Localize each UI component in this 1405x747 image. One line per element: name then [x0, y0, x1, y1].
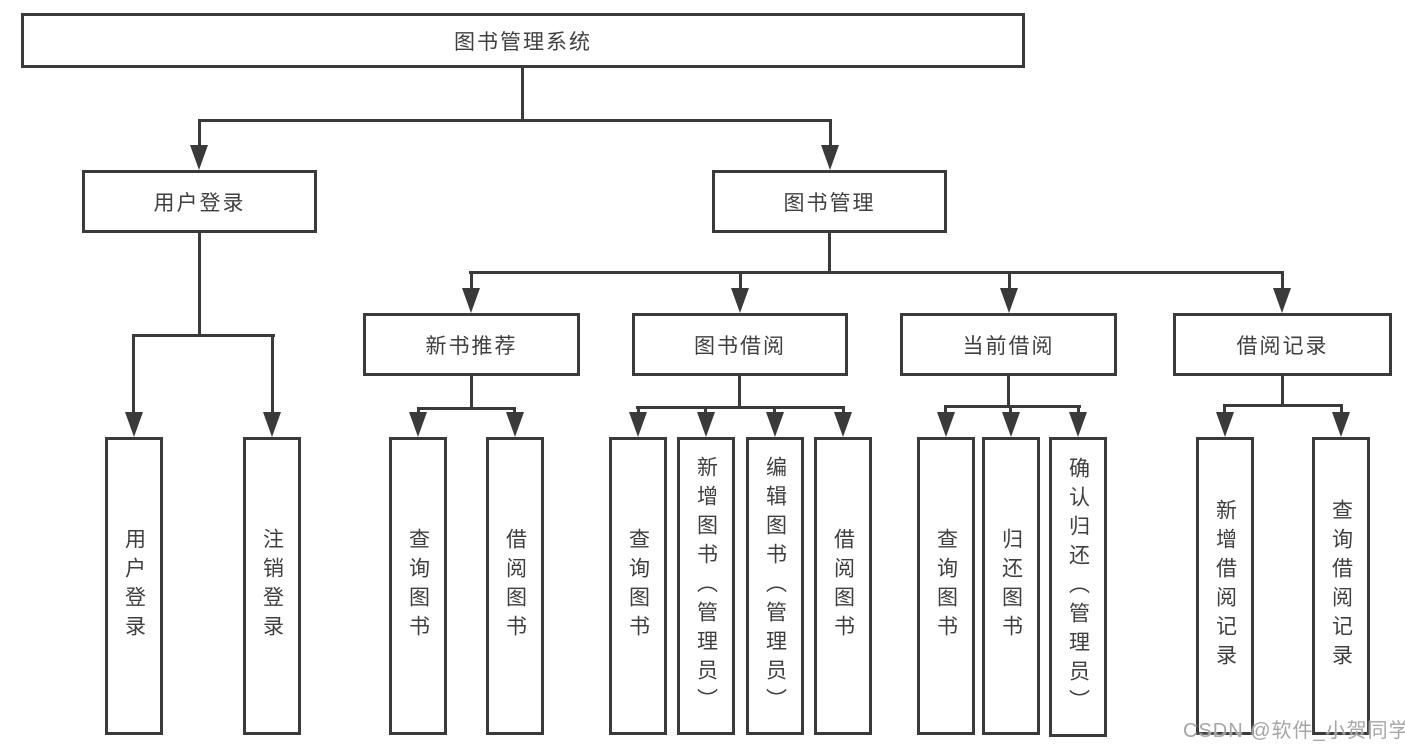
node-current-borrowing: 当前借阅: [900, 313, 1117, 376]
connector-line: [739, 271, 742, 291]
leaf-query-borrow-record: 查询借阅记录: [1312, 437, 1370, 735]
connector-line: [132, 334, 275, 337]
arrowhead-down: [125, 412, 143, 437]
connector-line: [944, 405, 947, 414]
connector-line: [704, 406, 707, 414]
leaf-query-books-borrowing: 查询图书: [609, 437, 667, 735]
connector-line: [198, 233, 201, 337]
node-new-book-recommend: 新书推荐: [363, 313, 580, 376]
node-book-management: 图书管理: [712, 170, 947, 233]
connector-line: [738, 376, 741, 408]
arrowhead-down: [1273, 288, 1291, 313]
connector-line: [470, 376, 473, 409]
leaf-borrow-books-borrowing: 借阅图书: [814, 437, 872, 735]
connector-line: [842, 406, 845, 414]
connector-line: [1281, 376, 1284, 407]
root-box: 图书管理系统: [21, 13, 1025, 68]
connector-line: [944, 405, 1081, 408]
connector-line: [1223, 404, 1343, 407]
connector-line: [1223, 404, 1226, 414]
leaf-edit-books-admin: 编辑图书（管理员）: [746, 437, 804, 735]
connector-line: [1340, 404, 1343, 414]
arrowhead-down: [263, 412, 281, 437]
connector-line: [828, 233, 831, 274]
arrowhead-down: [766, 412, 784, 437]
arrowhead-down: [834, 412, 852, 437]
arrowhead-down: [462, 288, 480, 313]
connector-line: [1077, 405, 1080, 414]
arrowhead-down: [821, 145, 839, 170]
leaf-user-login: 用户登录: [105, 437, 163, 735]
leaf-add-books-admin: 新增图书（管理员）: [677, 437, 735, 735]
leaf-borrow-books-recommend: 借阅图书: [486, 437, 544, 735]
arrowhead-down: [1216, 412, 1234, 437]
connector-line: [198, 119, 832, 122]
arrowhead-down: [1000, 288, 1018, 313]
connector-line: [132, 334, 135, 414]
leaf-query-books-current: 查询图书: [917, 437, 975, 735]
arrowhead-down: [506, 412, 524, 437]
connector-line: [636, 406, 845, 409]
connector-line: [1008, 271, 1011, 291]
connector-line: [773, 406, 776, 414]
connector-line: [1009, 405, 1012, 414]
arrowhead-down: [190, 145, 208, 170]
connector-line: [521, 68, 524, 122]
leaf-confirm-return-admin: 确认归还（管理员）: [1049, 437, 1107, 737]
connector-line: [198, 119, 201, 150]
arrowhead-down: [937, 412, 955, 437]
connector-line: [469, 271, 1283, 274]
leaf-add-borrow-record: 新增借阅记录: [1196, 437, 1254, 735]
leaf-return-books: 归还图书: [982, 437, 1040, 735]
connector-line: [513, 407, 516, 415]
node-book-borrowing: 图书借阅: [632, 313, 848, 376]
node-borrowing-records: 借阅记录: [1173, 313, 1392, 376]
leaf-query-books-recommend: 查询图书: [389, 437, 447, 735]
node-user-login: 用户登录: [82, 170, 317, 233]
connector-line: [637, 406, 640, 414]
arrowhead-down: [629, 412, 647, 437]
csdn-watermark: CSDN @软件_小贺同学: [1183, 720, 1405, 742]
arrowhead-down: [1002, 412, 1020, 437]
arrowhead-down: [697, 412, 715, 437]
arrowhead-down: [409, 412, 427, 437]
arrowhead-down: [731, 288, 749, 313]
connector-line: [1007, 376, 1010, 408]
connector-line: [417, 407, 516, 410]
connector-line: [829, 119, 832, 150]
connector-line: [271, 334, 274, 414]
arrowhead-down: [1332, 412, 1350, 437]
arrowhead-down: [1069, 412, 1087, 437]
leaf-logout: 注销登录: [243, 437, 301, 735]
connector-line: [417, 407, 420, 415]
connector-line: [470, 271, 473, 291]
connector-line: [1281, 271, 1284, 291]
